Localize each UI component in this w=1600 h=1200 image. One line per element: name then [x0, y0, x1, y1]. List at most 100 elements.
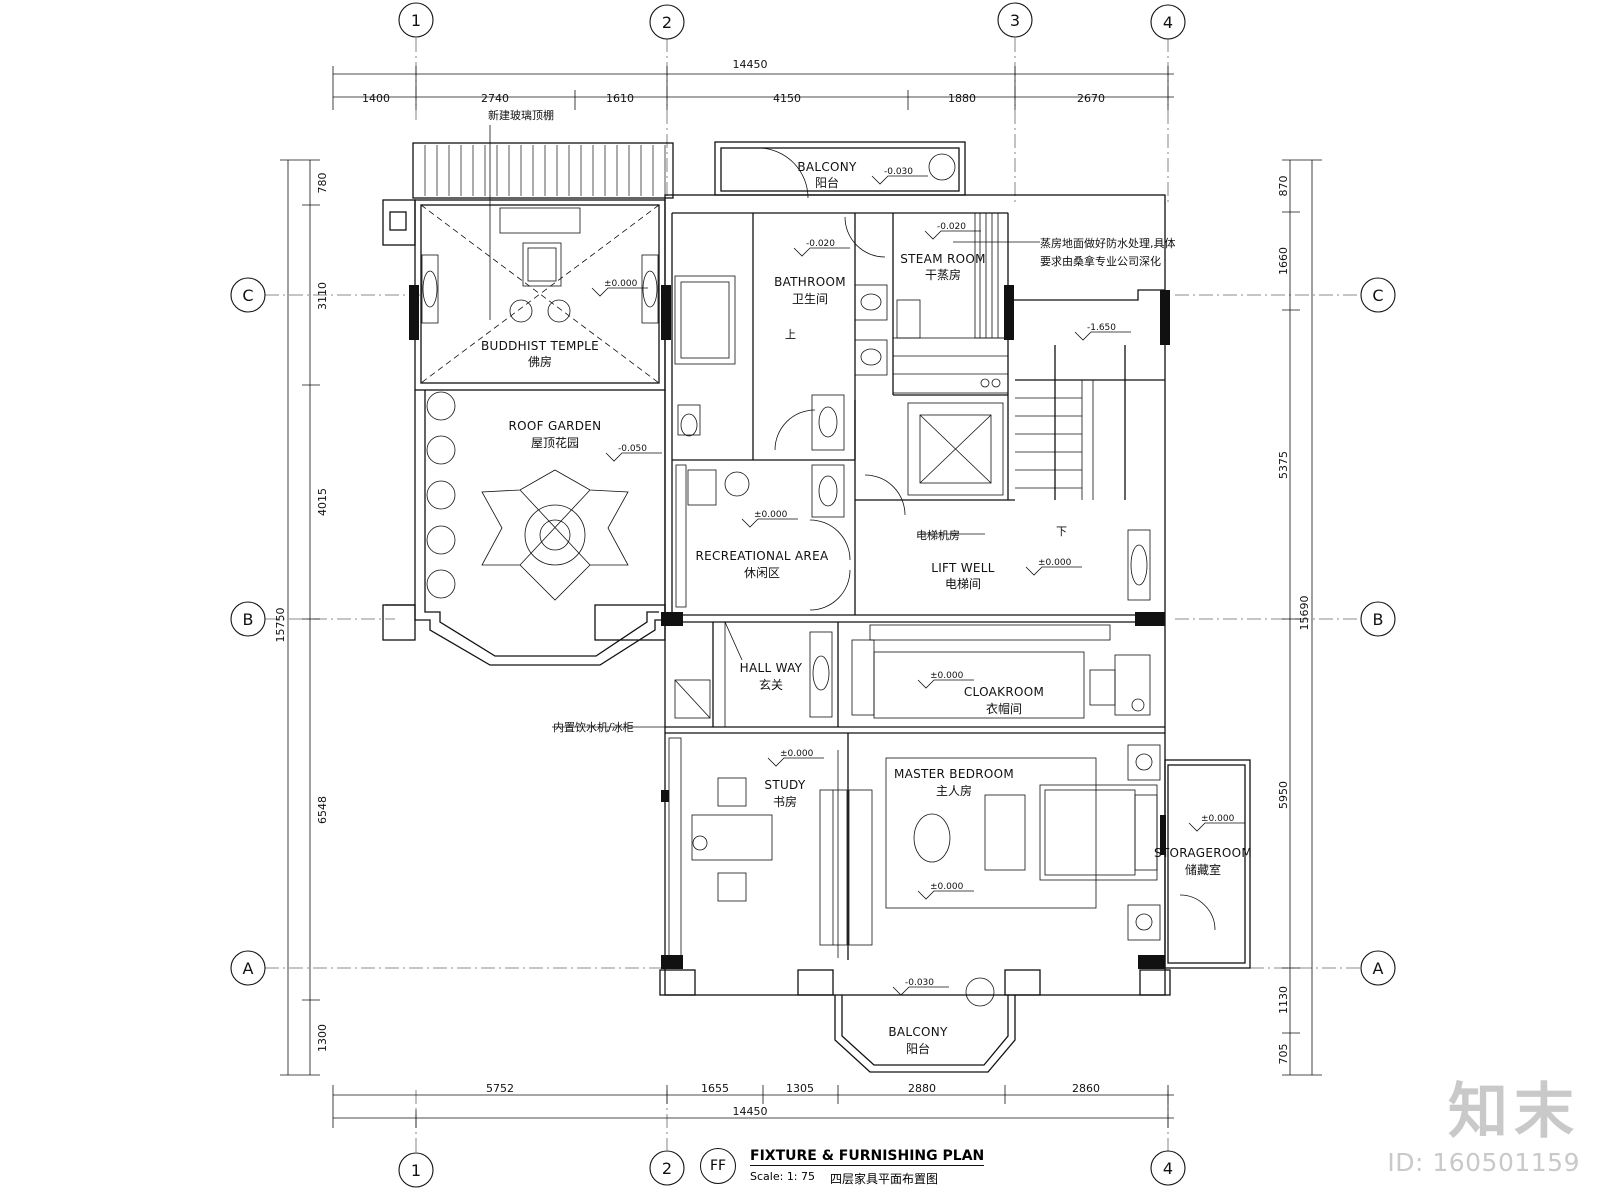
annotations: 新建玻璃顶棚 蒸房地面做好防水处理,具体 要求由桑拿专业公司深化 电梯机房 下 … — [488, 108, 1176, 734]
grid-label-col-2: 2 — [662, 13, 672, 32]
watermark: 知末 ID: 160501159 — [1387, 1080, 1580, 1177]
dim-left-seg: 780 — [316, 173, 329, 194]
room-label-master-bedroom-cn: 主人房 — [936, 783, 972, 798]
recreational-furniture — [675, 464, 851, 611]
level-label: ±0.000 — [930, 882, 964, 892]
study-furniture — [668, 737, 839, 963]
lift-and-stair — [864, 345, 1151, 601]
note-steam-room-line-2: 要求由桑拿专业公司深化 — [1040, 254, 1161, 268]
scale-label: Scale: — [750, 1170, 784, 1183]
level-label: -0.050 — [618, 444, 647, 454]
dim-left-seg: 1300 — [316, 1024, 329, 1052]
dim-right-seg: 870 — [1277, 176, 1290, 197]
room-label-roof-garden-cn: 屋顶花园 — [531, 435, 579, 450]
level-label: ±0.000 — [930, 671, 964, 681]
level-label: -0.030 — [905, 978, 934, 988]
level-marks — [591, 175, 1245, 996]
dim-right-seg: 1130 — [1277, 986, 1290, 1014]
dim-top-seg: 4150 — [773, 92, 801, 105]
note-skylight: 新建玻璃顶棚 — [488, 108, 554, 122]
room-label-balcony-top: BALCONY — [797, 160, 857, 174]
temple-furniture — [420, 204, 660, 384]
room-label-steam-room: STEAM ROOM — [900, 252, 986, 266]
room-label-lift-well: LIFT WELL — [931, 561, 995, 575]
level-label: -0.020 — [806, 239, 835, 249]
note-bath-symbol: 上 — [785, 328, 796, 341]
room-label-study: STUDY — [764, 778, 806, 792]
grid-label-row-b-right: B — [1373, 610, 1384, 629]
grid-labels: 1 2 3 4 1 2 4 C C B B A A — [242, 11, 1383, 1180]
dim-right-seg: 1660 — [1277, 247, 1290, 275]
dim-bottom-seg: 1305 — [786, 1082, 814, 1095]
dim-right-seg: 5950 — [1277, 781, 1290, 809]
watermark-logo: 知末 — [1448, 1077, 1580, 1147]
dim-bottom-total: 14450 — [733, 1105, 768, 1118]
room-label-buddhist-temple: BUDDHIST TEMPLE — [481, 339, 599, 353]
note-builtin-cooler: 内置饮水机/冰柜 — [553, 720, 634, 734]
room-label-bathroom-cn: 卫生间 — [792, 292, 828, 306]
title-block: FF FIXTURE & FURNISHING PLAN Scale: 1: 7… — [700, 1146, 1020, 1200]
level-label: -1.650 — [1087, 323, 1116, 333]
bedroom-furniture — [819, 744, 1216, 946]
room-label-recreational: RECREATIONAL AREA — [696, 549, 829, 563]
level-label: -0.020 — [937, 222, 966, 232]
dim-left-seg: 4015 — [316, 488, 329, 516]
grid-label-col-2-bottom: 2 — [662, 1159, 672, 1178]
level-label: ±0.000 — [1201, 814, 1235, 824]
room-label-hall-way: HALL WAY — [740, 661, 803, 675]
dim-top-seg: 1400 — [362, 92, 390, 105]
dimension-text: 14450 1400 2740 1610 4150 1880 2670 5752… — [274, 58, 1311, 1118]
grid-label-col-3: 3 — [1010, 11, 1020, 30]
room-label-recreational-cn: 休闲区 — [744, 566, 780, 580]
dim-top-seg: 1880 — [948, 92, 976, 105]
grid-label-row-a-right: A — [1373, 959, 1384, 978]
note-lift-machine: 电梯机房 — [916, 528, 960, 542]
dim-left-seg: 3110 — [316, 282, 329, 310]
grid-bubbles — [230, 2, 1396, 1188]
room-label-lift-well-cn: 电梯间 — [945, 577, 981, 591]
dim-bottom-seg: 1655 — [701, 1082, 729, 1095]
watermark-id: ID: 160501159 — [1387, 1148, 1580, 1177]
room-label-storageroom: STORAGEROOM — [1154, 846, 1252, 860]
dimension-lines — [280, 66, 1322, 1128]
room-labels: BALCONY 阳台 BATHROOM 卫生间 STEAM ROOM 干蒸房 B… — [481, 160, 1252, 1056]
room-label-balcony-bottom-cn: 阳台 — [906, 1041, 930, 1056]
level-label: ±0.000 — [604, 279, 638, 289]
grid-label-row-c: C — [242, 286, 253, 305]
bathroom-fixtures — [674, 275, 888, 451]
drawing-badge: FF — [700, 1148, 736, 1184]
dim-left-total: 15750 — [274, 608, 287, 643]
grid-label-col-4-bottom: 4 — [1163, 1159, 1173, 1178]
room-label-cloakroom-cn: 衣帽间 — [986, 701, 1022, 716]
hallway-cloakroom-furniture — [674, 621, 1151, 727]
level-label: ±0.000 — [1038, 558, 1072, 568]
room-label-balcony-top-cn: 阳台 — [815, 175, 839, 190]
room-label-roof-garden: ROOF GARDEN — [509, 419, 602, 433]
level-label: ±0.000 — [754, 510, 788, 520]
room-label-balcony-bottom: BALCONY — [888, 1025, 948, 1039]
wall-columns — [409, 285, 1170, 969]
scale-text: Scale: 1: 75 — [750, 1170, 815, 1183]
dim-bottom-seg: 2880 — [908, 1082, 936, 1095]
note-steam-room-line-1: 蒸房地面做好防水处理,具体 — [1040, 236, 1176, 250]
garden-furniture — [426, 391, 629, 601]
note-leaders — [489, 125, 1040, 728]
grid-label-row-a: A — [243, 959, 254, 978]
dim-top-seg: 2740 — [481, 92, 509, 105]
dim-bottom-seg: 2860 — [1072, 1082, 1100, 1095]
dim-top-seg: 2670 — [1077, 92, 1105, 105]
room-label-steam-room-cn: 干蒸房 — [925, 267, 961, 282]
steam-room-fixtures — [844, 212, 1009, 394]
grid-label-col-4: 4 — [1163, 13, 1173, 32]
room-label-bathroom: BATHROOM — [774, 275, 846, 289]
room-label-study-cn: 书房 — [773, 794, 797, 809]
grid-label-col-1: 1 — [411, 11, 421, 30]
room-label-cloakroom: CLOAKROOM — [964, 685, 1044, 699]
scale-value: 1: 75 — [786, 1170, 816, 1183]
dim-bottom-seg: 5752 — [486, 1082, 514, 1095]
dim-top-seg: 1610 — [606, 92, 634, 105]
dim-right-seg: 5375 — [1277, 451, 1290, 479]
level-label: ±0.000 — [780, 749, 814, 759]
room-label-storageroom-cn: 储藏室 — [1185, 862, 1221, 877]
